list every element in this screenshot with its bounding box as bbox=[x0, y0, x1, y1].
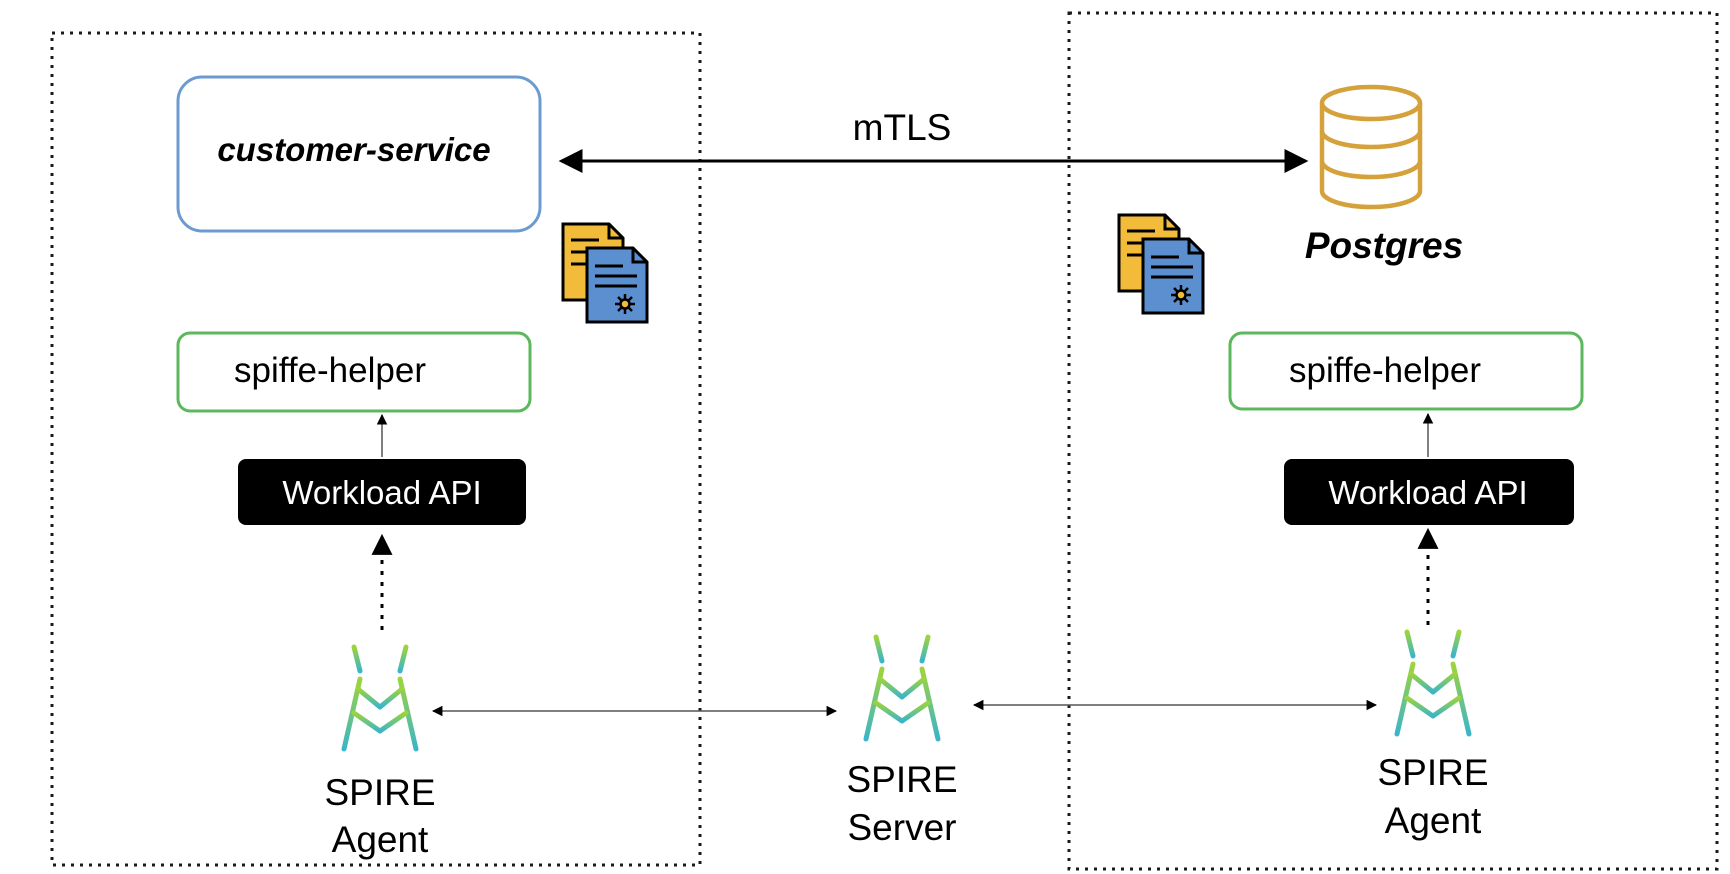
spire-agent-label-left-line1: SPIRE bbox=[324, 772, 435, 813]
workload-api-box-right bbox=[1284, 459, 1574, 525]
certificate-documents-icon bbox=[1117, 213, 1205, 315]
spire-tower-icon bbox=[866, 637, 938, 739]
workload-api-label-right: Workload API bbox=[1328, 474, 1527, 511]
spire-agent-label-right-line2: Agent bbox=[1385, 800, 1482, 841]
mtls-label: mTLS bbox=[853, 107, 952, 148]
spiffe-helper-box-right bbox=[1228, 331, 1584, 411]
spiffe-helper-label-right: spiffe-helper bbox=[1289, 351, 1481, 390]
postgres-label: Postgres bbox=[1305, 225, 1463, 266]
right-host-boundary bbox=[1067, 11, 1719, 871]
spire-agent-label-left-line2: Agent bbox=[332, 819, 429, 860]
customer-service-label: customer-service bbox=[217, 131, 490, 168]
spiffe-helper-label-left: spiffe-helper bbox=[234, 351, 426, 390]
workload-api-label-left: Workload API bbox=[282, 474, 481, 511]
spire-tower-icon bbox=[1397, 632, 1469, 734]
spire-server-label-line2: Server bbox=[848, 807, 957, 848]
customer-service-box bbox=[176, 75, 542, 233]
spire-agent-label-right-line1: SPIRE bbox=[1377, 752, 1488, 793]
left-host-boundary bbox=[50, 31, 702, 867]
workload-api-box-left bbox=[238, 459, 526, 525]
database-icon bbox=[1319, 84, 1423, 210]
spire-server-label-line1: SPIRE bbox=[846, 759, 957, 800]
spire-tower-icon bbox=[344, 647, 416, 749]
spiffe-helper-box-left bbox=[176, 331, 532, 413]
certificate-documents-icon bbox=[561, 222, 649, 324]
